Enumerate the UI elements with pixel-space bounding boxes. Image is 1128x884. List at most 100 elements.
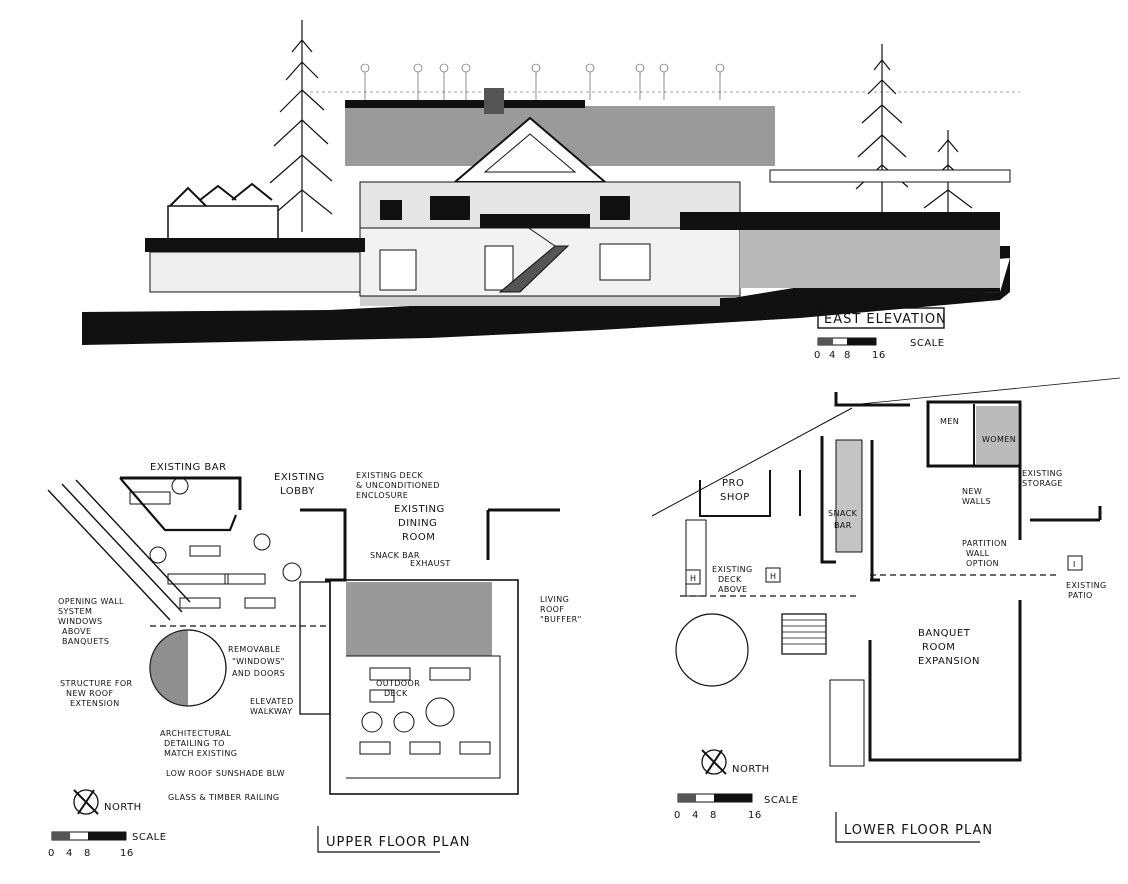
- label-arch-1: ARCHITECTURAL: [160, 729, 231, 738]
- label-dining-1: EXISTING: [394, 504, 445, 515]
- elevation-scale-tick-4: 4: [829, 350, 836, 361]
- lower-north-label: NORTH: [732, 764, 770, 775]
- label-outdoor-2: DECK: [384, 689, 408, 698]
- lower-upper-walls: [699, 470, 801, 517]
- lower-title-box: [835, 812, 980, 843]
- east-elevation: EAST ELEVATION SCALE 0 4 8 16: [82, 20, 1020, 361]
- upper-scale-bar: [51, 831, 127, 841]
- lower-floor-plan: H H I NORTH SCALE 0 4 8 16 LOWER FLOOR P…: [651, 377, 1121, 843]
- label-existing-deck-1: EXISTING: [712, 565, 753, 574]
- left-deck-beam: [145, 238, 365, 252]
- lower-scale-tick-8: 8: [710, 810, 717, 821]
- label-elevated-2: WALKWAY: [250, 707, 292, 716]
- elevation-title-box: [817, 307, 945, 329]
- label-living-roof-1: LIVING: [540, 595, 569, 604]
- elevation-tree-right-1: [855, 44, 909, 215]
- upper-north-label: NORTH: [104, 802, 142, 813]
- lower-women-room: [976, 406, 1018, 464]
- terrace-railing: [680, 212, 1000, 230]
- label-removable-3: AND DOORS: [232, 669, 285, 678]
- elevation-title: EAST ELEVATION: [824, 312, 947, 327]
- upper-scale-label: SCALE: [132, 832, 167, 843]
- label-snack-exhaust-1: SNACK BAR: [370, 551, 420, 560]
- elevation-scale-tick-8: 8: [844, 350, 851, 361]
- lower-stair-treads: [782, 619, 826, 645]
- label-living-roof-3: "BUFFER": [540, 615, 582, 624]
- label-existing-lobby-1: EXISTING: [274, 472, 325, 483]
- elevation-ground: [82, 240, 1010, 345]
- label-opening-wall-1: OPENING WALL: [58, 597, 124, 606]
- label-opening-wall-2: SYSTEM: [58, 607, 92, 616]
- elevation-scale-bar: [817, 337, 877, 346]
- label-existing-deck-2: & UNCONDITIONED: [356, 481, 440, 490]
- stone-wall-right: [740, 230, 1000, 288]
- label-partition-1: PARTITION: [962, 539, 1007, 548]
- label-new-walls-2: WALLS: [962, 497, 991, 506]
- label-low-roof: LOW ROOF SUNSHADE BLW: [166, 769, 285, 778]
- elevation-tree-left: [269, 20, 333, 232]
- label-partition-2: WALL: [966, 549, 990, 558]
- label-pro-shop-1: PRO: [722, 478, 744, 489]
- lower-h-mark-2: H: [770, 572, 776, 581]
- exterior-stair: [498, 221, 570, 293]
- label-railing: GLASS & TIMBER RAILING: [168, 793, 279, 802]
- label-existing-deck-1: EXISTING DECK: [356, 471, 424, 480]
- label-opening-wall-5: BANQUETS: [62, 637, 109, 646]
- label-elevated-1: ELEVATED: [250, 697, 294, 706]
- lower-i-box: [1067, 555, 1083, 571]
- label-existing-deck-3: ABOVE: [718, 585, 748, 594]
- label-existing-patio-2: PATIO: [1068, 591, 1093, 600]
- main-roof-ridge: [345, 100, 585, 108]
- label-structure-1: STRUCTURE FOR: [60, 679, 133, 688]
- lower-planter-left: [685, 519, 707, 597]
- elevation-scale-tick-16: 16: [872, 350, 886, 361]
- label-living-roof-2: ROOF: [540, 605, 564, 614]
- upper-scale-tick-4: 4: [66, 848, 73, 859]
- label-existing-storage-2: STORAGE: [1022, 479, 1063, 488]
- lower-scale-tick-16: 16: [748, 810, 762, 821]
- label-men: MEN: [940, 417, 959, 426]
- label-dining-2: DINING: [398, 518, 437, 529]
- lower-h-box-1: [685, 569, 701, 585]
- lower-h-box-2: [765, 567, 781, 583]
- lower-scale-tick-0: 0: [674, 810, 681, 821]
- lower-i-mark: I: [1073, 560, 1076, 569]
- upper-existing-walls: [120, 476, 560, 582]
- label-existing-deck-2: DECK: [718, 575, 742, 584]
- lower-h-mark-1: H: [690, 574, 696, 583]
- label-snack-bar-2: BAR: [834, 521, 852, 530]
- lower-planter-bottom: [829, 679, 865, 767]
- lower-main-walls: [820, 392, 1102, 762]
- living-roof: [346, 582, 492, 656]
- elevation-scale-label: SCALE: [910, 338, 945, 349]
- lower-scale-tick-4: 4: [692, 810, 699, 821]
- upper-scale-tick-16: 16: [120, 848, 134, 859]
- lower-stair: [781, 613, 827, 655]
- lower-snack-bar: [835, 439, 863, 553]
- label-dining-3: ROOM: [402, 532, 435, 543]
- label-opening-wall-4: ABOVE: [62, 627, 92, 636]
- lower-north-arrow-icon: [701, 749, 727, 775]
- label-opening-wall-3: WINDOWS: [58, 617, 103, 626]
- label-pro-shop-2: SHOP: [720, 492, 750, 503]
- outdoor-deck-inner: [346, 655, 501, 779]
- label-arch-2: DETAILING TO: [164, 739, 225, 748]
- label-existing-bar: EXISTING BAR: [150, 462, 227, 473]
- label-arch-3: MATCH EXISTING: [164, 749, 237, 758]
- label-partition-3: OPTION: [966, 559, 999, 568]
- label-existing-lobby-2: LOBBY: [280, 486, 315, 497]
- elevation-windows: [379, 196, 651, 291]
- left-deck-umbrellas: [169, 182, 273, 207]
- label-banquet-2: ROOM: [922, 642, 955, 653]
- label-existing-storage-1: EXISTING: [1022, 469, 1063, 478]
- upper-floor-plan: NORTH SCALE 0 4 8 16 UPPER FLOOR PLAN EX…: [47, 462, 582, 859]
- label-removable-2: "WINDOWS": [232, 657, 285, 666]
- elevated-walkway: [299, 581, 331, 715]
- upper-north-arrow-icon: [73, 789, 99, 815]
- lower-top-line: [849, 377, 1121, 406]
- elevation-scale-tick-0: 0: [814, 350, 821, 361]
- upper-scale-tick-8: 8: [84, 848, 91, 859]
- label-new-walls-1: NEW: [962, 487, 982, 496]
- left-deck-base: [149, 251, 361, 293]
- label-structure-3: EXTENSION: [70, 699, 120, 708]
